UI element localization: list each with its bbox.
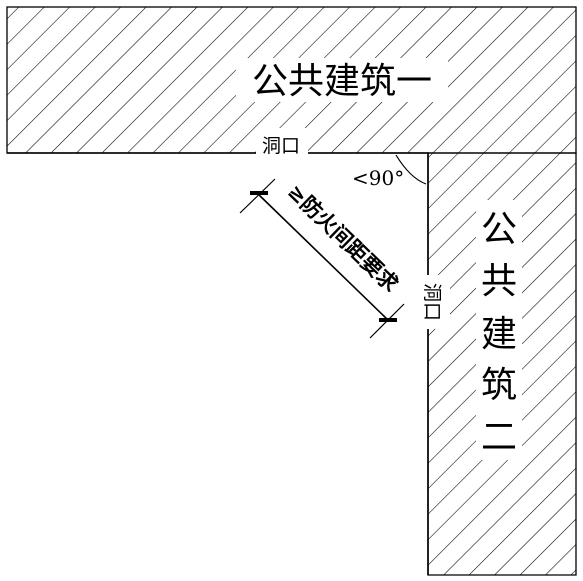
building-two: 公 共 建 筑 二 bbox=[427, 152, 577, 576]
dimension-label: ≥防火间距要求 bbox=[283, 179, 403, 296]
building-two-label-char-2: 共 bbox=[481, 261, 517, 302]
opening-top: 洞口 bbox=[256, 128, 308, 158]
building-two-label-mask bbox=[476, 200, 522, 460]
dimension-line: ≥防火间距要求 bbox=[239, 178, 405, 339]
opening-right-label: 洞口 bbox=[421, 283, 443, 321]
building-two-label-char-5: 二 bbox=[481, 417, 517, 458]
building-two-label-char-4: 筑 bbox=[481, 365, 517, 406]
building-one-label: 公共建筑一 bbox=[252, 61, 432, 102]
angle-annotation: <90° bbox=[352, 154, 427, 190]
dimension-main-line bbox=[256, 192, 389, 321]
corner-outline bbox=[7, 152, 429, 575]
building-two-label-char-1: 公 bbox=[481, 209, 517, 250]
dimension-tick-start bbox=[239, 178, 276, 214]
building-one-label-mask bbox=[236, 58, 448, 102]
angle-arc bbox=[395, 154, 427, 185]
opening-right: 洞口 bbox=[421, 275, 450, 329]
building-two-label-char-3: 建 bbox=[481, 314, 517, 355]
opening-top-label: 洞口 bbox=[262, 135, 300, 157]
opening-right-mask bbox=[424, 275, 450, 329]
opening-top-mask bbox=[256, 128, 308, 158]
angle-label: <90° bbox=[352, 166, 404, 190]
